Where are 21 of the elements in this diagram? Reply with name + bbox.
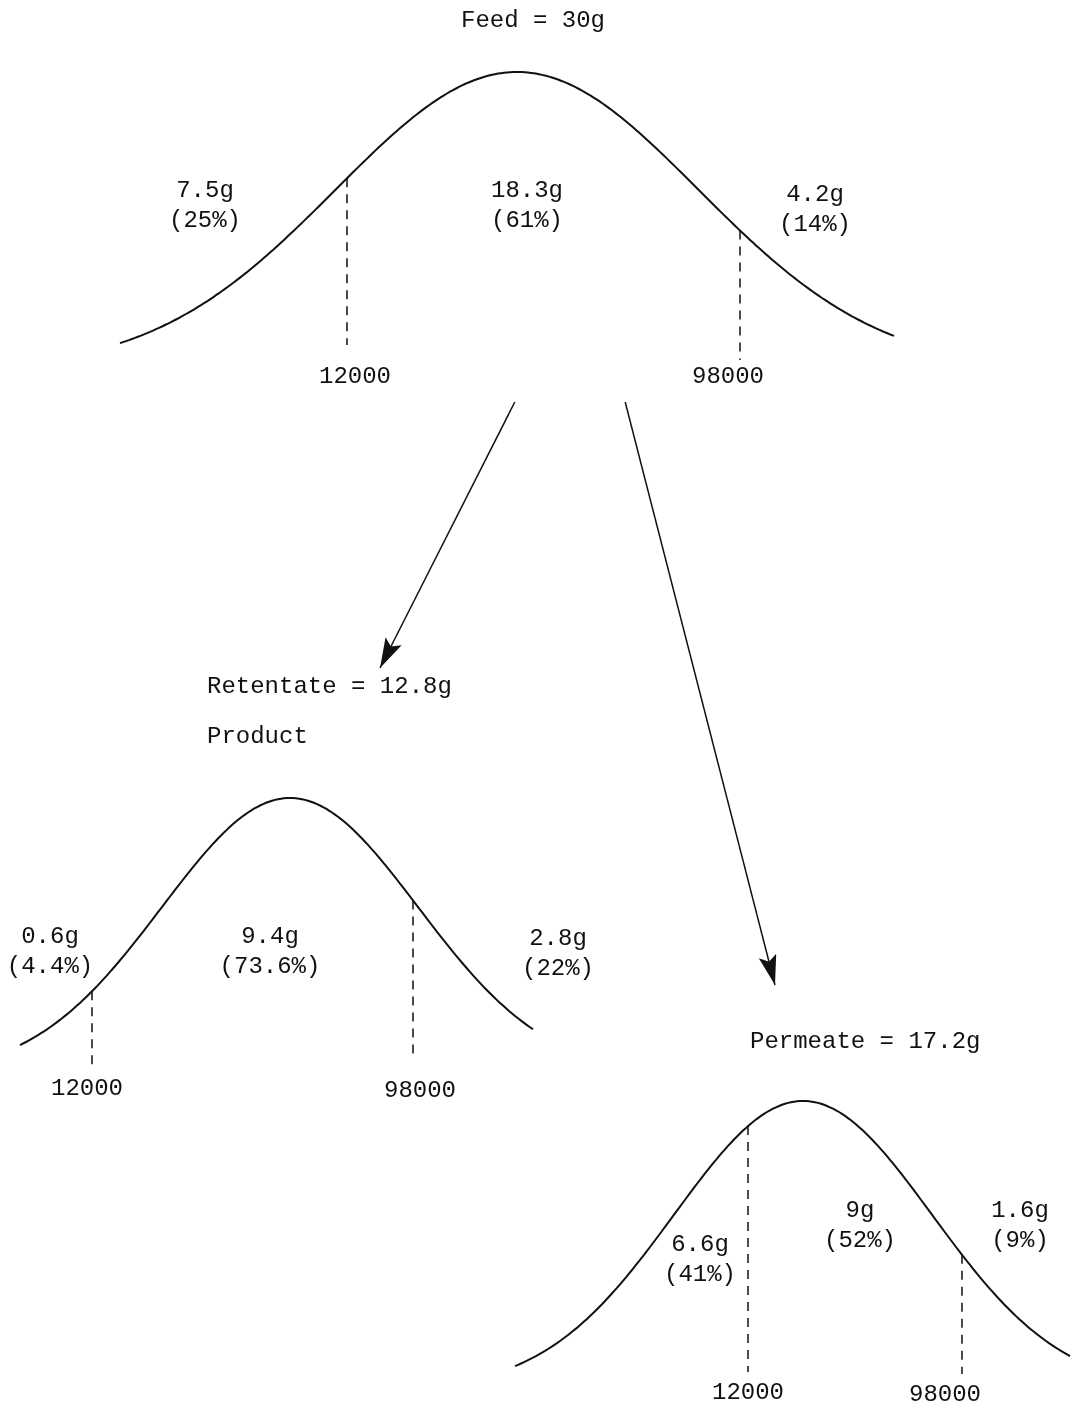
fraction-value: 0.6g (4.4%) [6, 922, 94, 982]
fraction-value: 9g (52%) [824, 1196, 896, 1256]
fraction-value: 6.6g (41%) [664, 1230, 736, 1290]
cutoff-label: 98000 [384, 1076, 456, 1106]
stream-heading: Feed = 30g [461, 6, 605, 36]
fraction-value: 4.2g (14%) [779, 180, 851, 240]
cutoff-label: 12000 [319, 362, 391, 392]
stream-heading: Retentate = 12.8g [207, 672, 452, 702]
fraction-value: 7.5g (25%) [169, 176, 241, 236]
fraction-value: 18.3g (61%) [491, 176, 563, 236]
cutoff-label: 98000 [692, 362, 764, 392]
fraction-value: 9.4g (73.6%) [219, 922, 321, 982]
fraction-value: 1.6g (9%) [991, 1196, 1049, 1256]
arrow [379, 401, 516, 669]
stream-note: Product [207, 722, 308, 752]
arrow [624, 401, 777, 986]
cutoff-label: 98000 [909, 1380, 981, 1410]
cutoff-label: 12000 [51, 1074, 123, 1104]
stream-heading: Permeate = 17.2g [750, 1027, 981, 1057]
cutoff-label: 12000 [712, 1378, 784, 1408]
fraction-value: 2.8g (22%) [522, 924, 594, 984]
